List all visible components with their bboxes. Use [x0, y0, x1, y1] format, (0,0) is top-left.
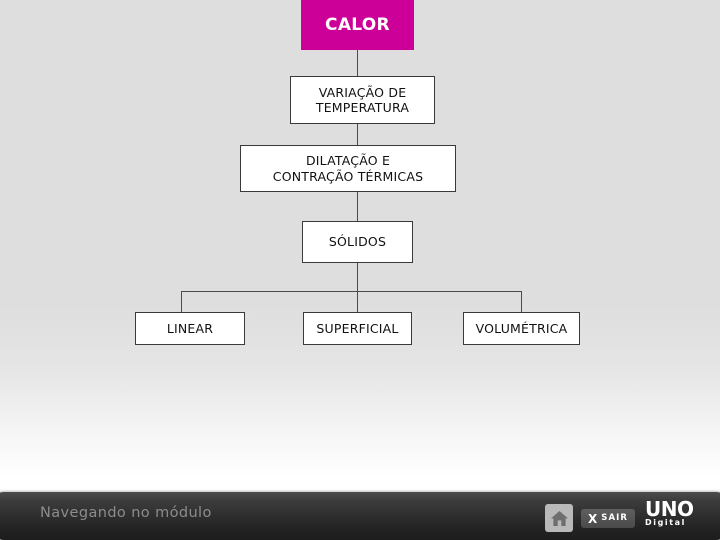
node-linear[interactable]: LINEAR	[135, 312, 245, 345]
node-superficial[interactable]: SUPERFICIAL	[303, 312, 412, 345]
status-label: Navegando no módulo	[40, 505, 212, 521]
exit-button[interactable]: X SAIR	[581, 509, 635, 528]
connector-solidos-stem	[357, 263, 358, 291]
logo-wordmark: UNO	[645, 497, 694, 521]
node-solidos[interactable]: SÓLIDOS	[302, 221, 413, 263]
concept-map-diagram: CALOR VARIAÇÃO DE TEMPERATURA DILATAÇÃO …	[135, 0, 580, 345]
uno-digital-logo: UNO Digital	[645, 497, 707, 534]
connector-variacao-to-dilatacao	[357, 124, 358, 145]
node-volumetrica[interactable]: VOLUMÉTRICA	[463, 312, 580, 345]
logo-subtitle: Digital	[645, 518, 687, 527]
node-calor-label: CALOR	[325, 14, 390, 35]
connector-calor-to-variacao	[357, 50, 358, 76]
connector-branch-bus	[181, 291, 522, 292]
node-dilatacao-e-contracao-termicas-label: DILATAÇÃO E CONTRAÇÃO TÉRMICAS	[272, 153, 424, 184]
exit-x-icon: X	[587, 511, 598, 526]
node-linear-label: LINEAR	[166, 320, 214, 336]
node-variacao-de-temperatura-label: VARIAÇÃO DE TEMPERATURA	[315, 84, 410, 115]
node-variacao-de-temperatura[interactable]: VARIAÇÃO DE TEMPERATURA	[290, 76, 435, 124]
connector-bus-to-superficial	[357, 291, 358, 312]
bottom-toolbar: Navegando no módulo X SAIR UNO Digital	[0, 492, 720, 540]
node-superficial-label: SUPERFICIAL	[316, 320, 399, 336]
node-calor[interactable]: CALOR	[301, 0, 414, 50]
exit-button-label: SAIR	[601, 513, 629, 524]
node-solidos-label: SÓLIDOS	[328, 234, 387, 250]
connector-bus-to-volumetrica	[521, 291, 522, 312]
node-volumetrica-label: VOLUMÉTRICA	[475, 320, 568, 336]
home-icon	[550, 510, 568, 526]
home-button[interactable]	[545, 504, 573, 532]
node-dilatacao-e-contracao-termicas[interactable]: DILATAÇÃO E CONTRAÇÃO TÉRMICAS	[240, 145, 456, 192]
connector-dilatacao-to-solidos	[357, 192, 358, 221]
connector-bus-to-linear	[181, 291, 182, 312]
